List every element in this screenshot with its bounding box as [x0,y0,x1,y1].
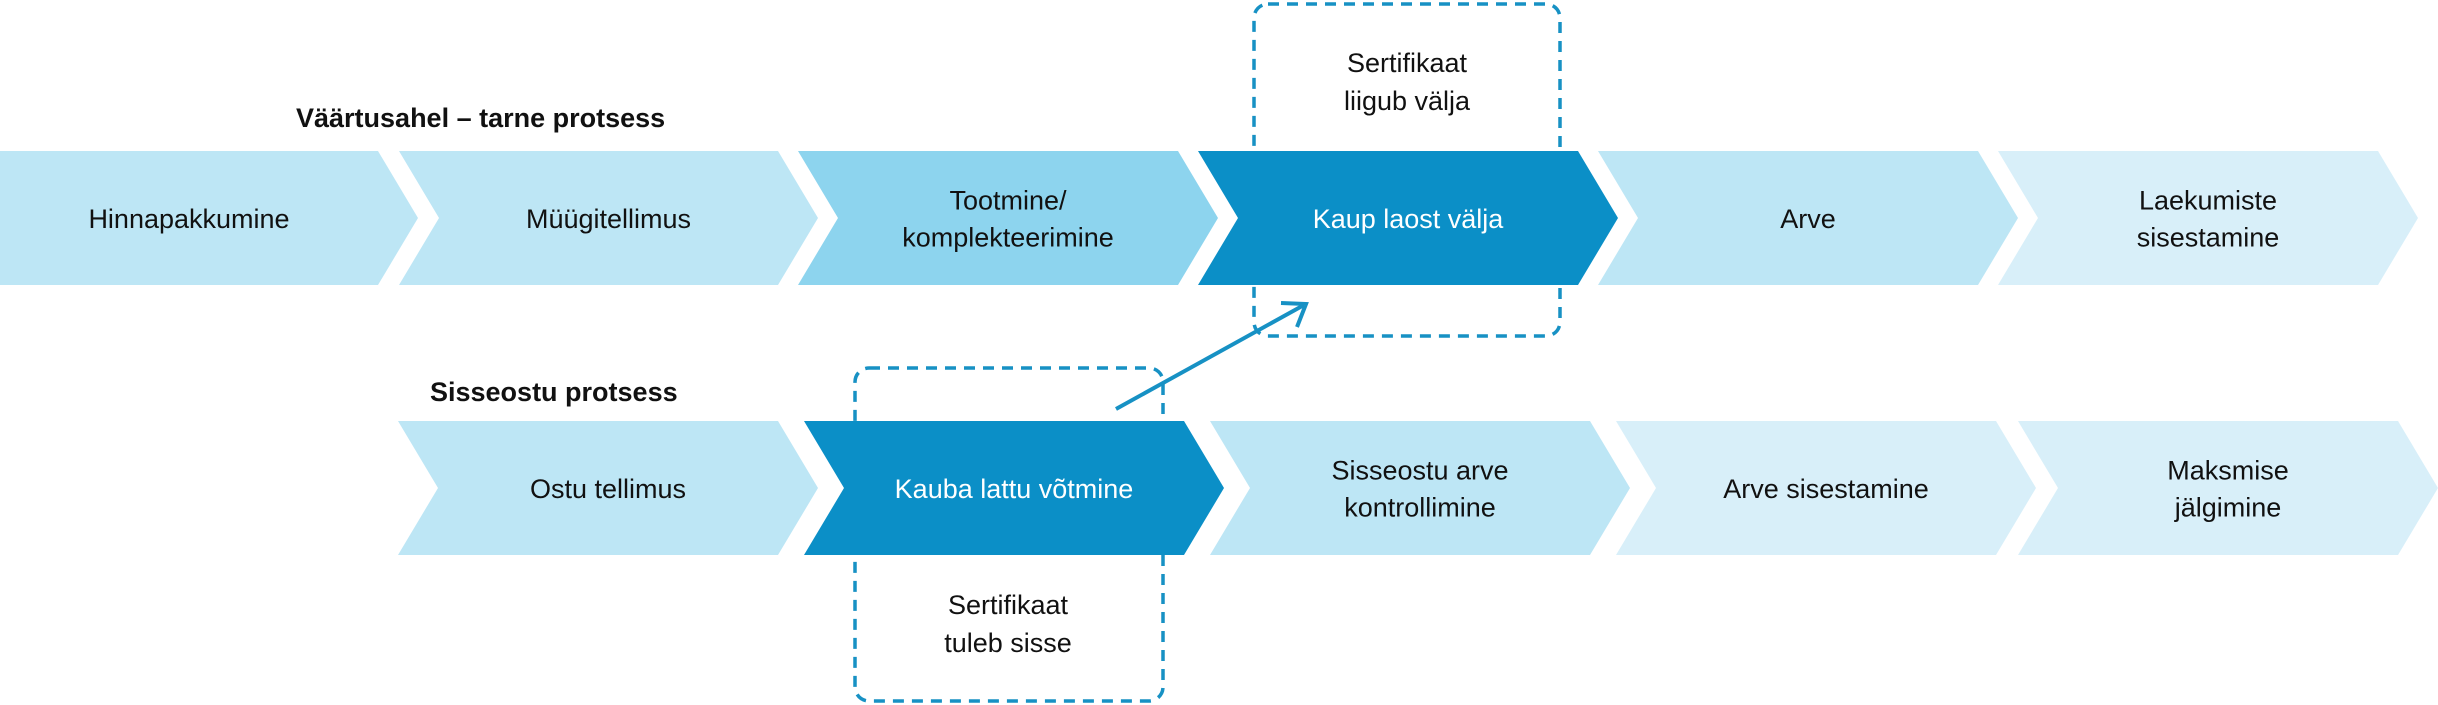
sales-step-2: Müügitellimus [399,151,818,285]
sales-step-4-label: Kaup laost välja [1313,204,1505,234]
purchase-step-5-label: Maksmise [2167,456,2289,486]
purchase-step-5-shape [2018,421,2438,555]
certificate-flow-arrow [1115,301,1309,411]
purchase-step-2-label: Kauba lattu võtmine [895,474,1134,504]
sales-step-1: Hinnapakkumine [0,151,418,285]
purchase-step-3-shape [1210,421,1630,555]
certificate-out-note: Sertifikaat liigub välja [1344,48,1471,116]
purchase-step-4: Arve sisestamine [1616,421,2036,555]
purchase-step-1-label: Ostu tellimus [530,474,686,504]
sales-step-3: Tootmine/komplekteerimine [798,151,1218,285]
sales-step-6-label: sisestamine [2137,223,2280,253]
purchase-step-4-label: Arve sisestamine [1723,474,1929,504]
sales-step-2-shape [399,151,818,285]
certificate-in-note: Sertifikaat tuleb sisse [944,590,1072,658]
purchase-step-3: Sisseostu arve kontrollimine [1210,421,1630,555]
dashed-box-cert-out [1252,2,1562,338]
sales-step-1-label: Hinnapakkumine [88,204,289,234]
sales-step-5: Arve [1598,151,2018,285]
sales-step-2-label: Müügitellimus [526,204,691,234]
sales-step-5-label: Arve [1780,204,1836,234]
note-in-line: Sertifikaat [948,590,1069,620]
process-chevrons: Hinnapakkumine Müügitellimus Tootmine/komp… [0,151,2438,555]
sales-step-6: Laekumiste sisestamine [1998,151,2418,285]
note-in-line: tuleb sisse [944,628,1072,658]
sales-step-4-shape [1198,151,1618,285]
sales-step-3-shape [798,151,1218,285]
arrow-line [1115,303,1305,411]
sales-step-6-label: Laekumiste [2139,186,2277,216]
purchase-step-5: Maksmise jälgimine [2018,421,2438,555]
sales-step-4: Kaup laost välja [1198,151,1618,285]
purchase-step-1-shape [398,421,818,555]
sales-process-title: Väärtusahel – tarne protsess [296,103,665,133]
purchase-step-3-label: Sisseostu arve [1331,456,1508,486]
purchase-step-2-shape [804,421,1224,555]
sales-step-6-shape [1998,151,2418,285]
sales-step-5-shape [1598,151,2018,285]
note-out-line: liigub välja [1344,86,1471,116]
note-out-line: Sertifikaat [1347,48,1468,78]
purchase-process-title: Sisseostu protsess [430,377,678,407]
purchase-step-3-label: kontrollimine [1344,493,1496,523]
sales-step-3-label: Tootmine/ [949,186,1067,216]
sales-step-1-shape [0,151,418,285]
purchase-step-1: Ostu tellimus [398,421,818,555]
purchase-step-5-label: jälgimine [2174,493,2282,523]
arrow-head [1280,301,1309,328]
purchase-step-4-shape [1616,421,2036,555]
sales-step-3-label: komplekteerimine [902,223,1114,253]
purchase-step-2: Kauba lattu võtmine [804,421,1224,555]
